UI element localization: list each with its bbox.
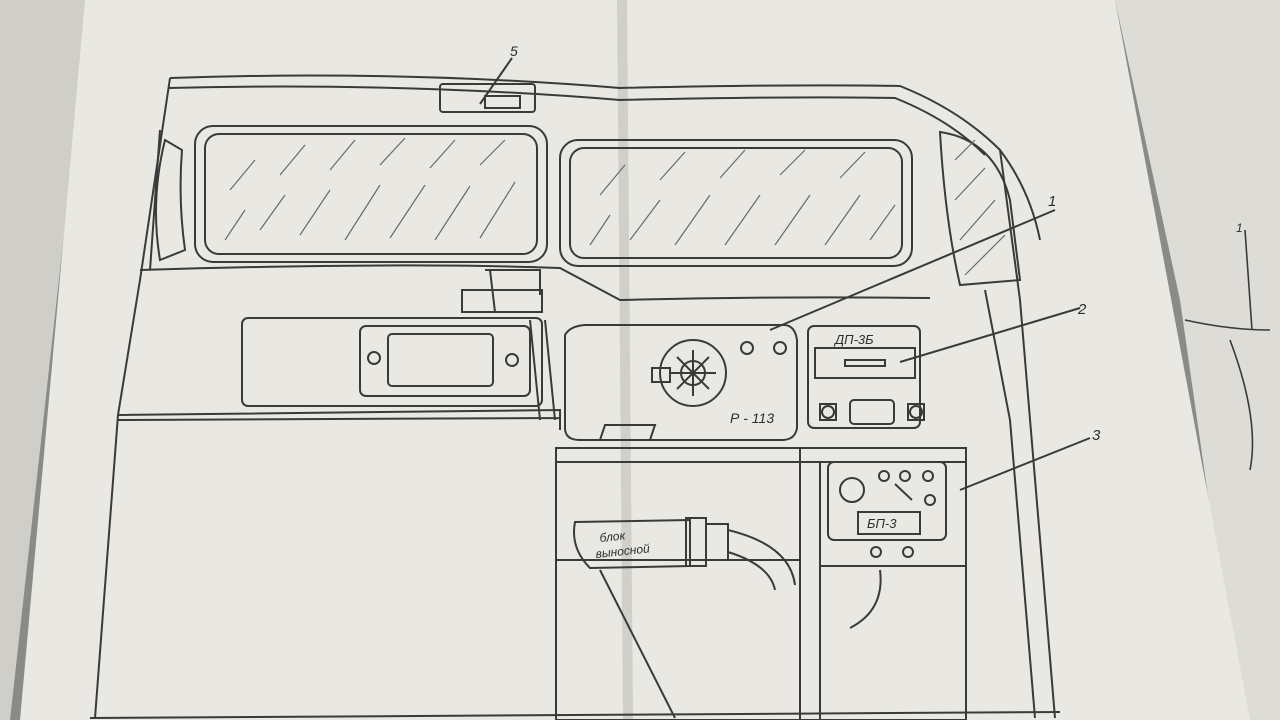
window-left [194, 125, 548, 263]
right-sheet-callout: 1 [1236, 221, 1243, 235]
bp-label: БП-3 [867, 516, 897, 531]
dp-label: ДП-3Б [833, 332, 874, 347]
page-fold [617, 0, 633, 720]
radio-p113 [564, 324, 798, 441]
lower-cabinet [555, 447, 967, 720]
leader-2 [899, 307, 1081, 363]
radio-dial [659, 339, 727, 407]
window-center [559, 139, 913, 267]
roof-device [439, 83, 536, 113]
callout-5: 5 [510, 43, 518, 59]
leader-remote [599, 569, 676, 719]
leader-5 [479, 57, 513, 105]
callout-2: 2 [1077, 301, 1087, 318]
window-left-side [155, 138, 187, 262]
cabin-left-wall [94, 77, 171, 719]
callout-1: 1 [1048, 193, 1056, 210]
remote-block [573, 518, 691, 570]
radio-label: Р - 113 [730, 410, 774, 426]
leader-1 [769, 209, 1056, 331]
window-right-side [938, 130, 1022, 287]
remote-block-label-2: выносной [595, 541, 651, 561]
paper-sheet [20, 0, 1250, 720]
left-sheet-edge [0, 0, 90, 720]
left-panel [241, 317, 543, 407]
right-sheet [1115, 0, 1280, 720]
cabin-right-wall [999, 149, 1056, 719]
roof-outline [169, 74, 1041, 241]
leader-3 [959, 437, 1091, 491]
remote-block-label-1: блок [599, 528, 627, 545]
left-box [359, 325, 531, 397]
dp-3b-device [807, 325, 921, 429]
callout-3: 3 [1092, 427, 1101, 444]
